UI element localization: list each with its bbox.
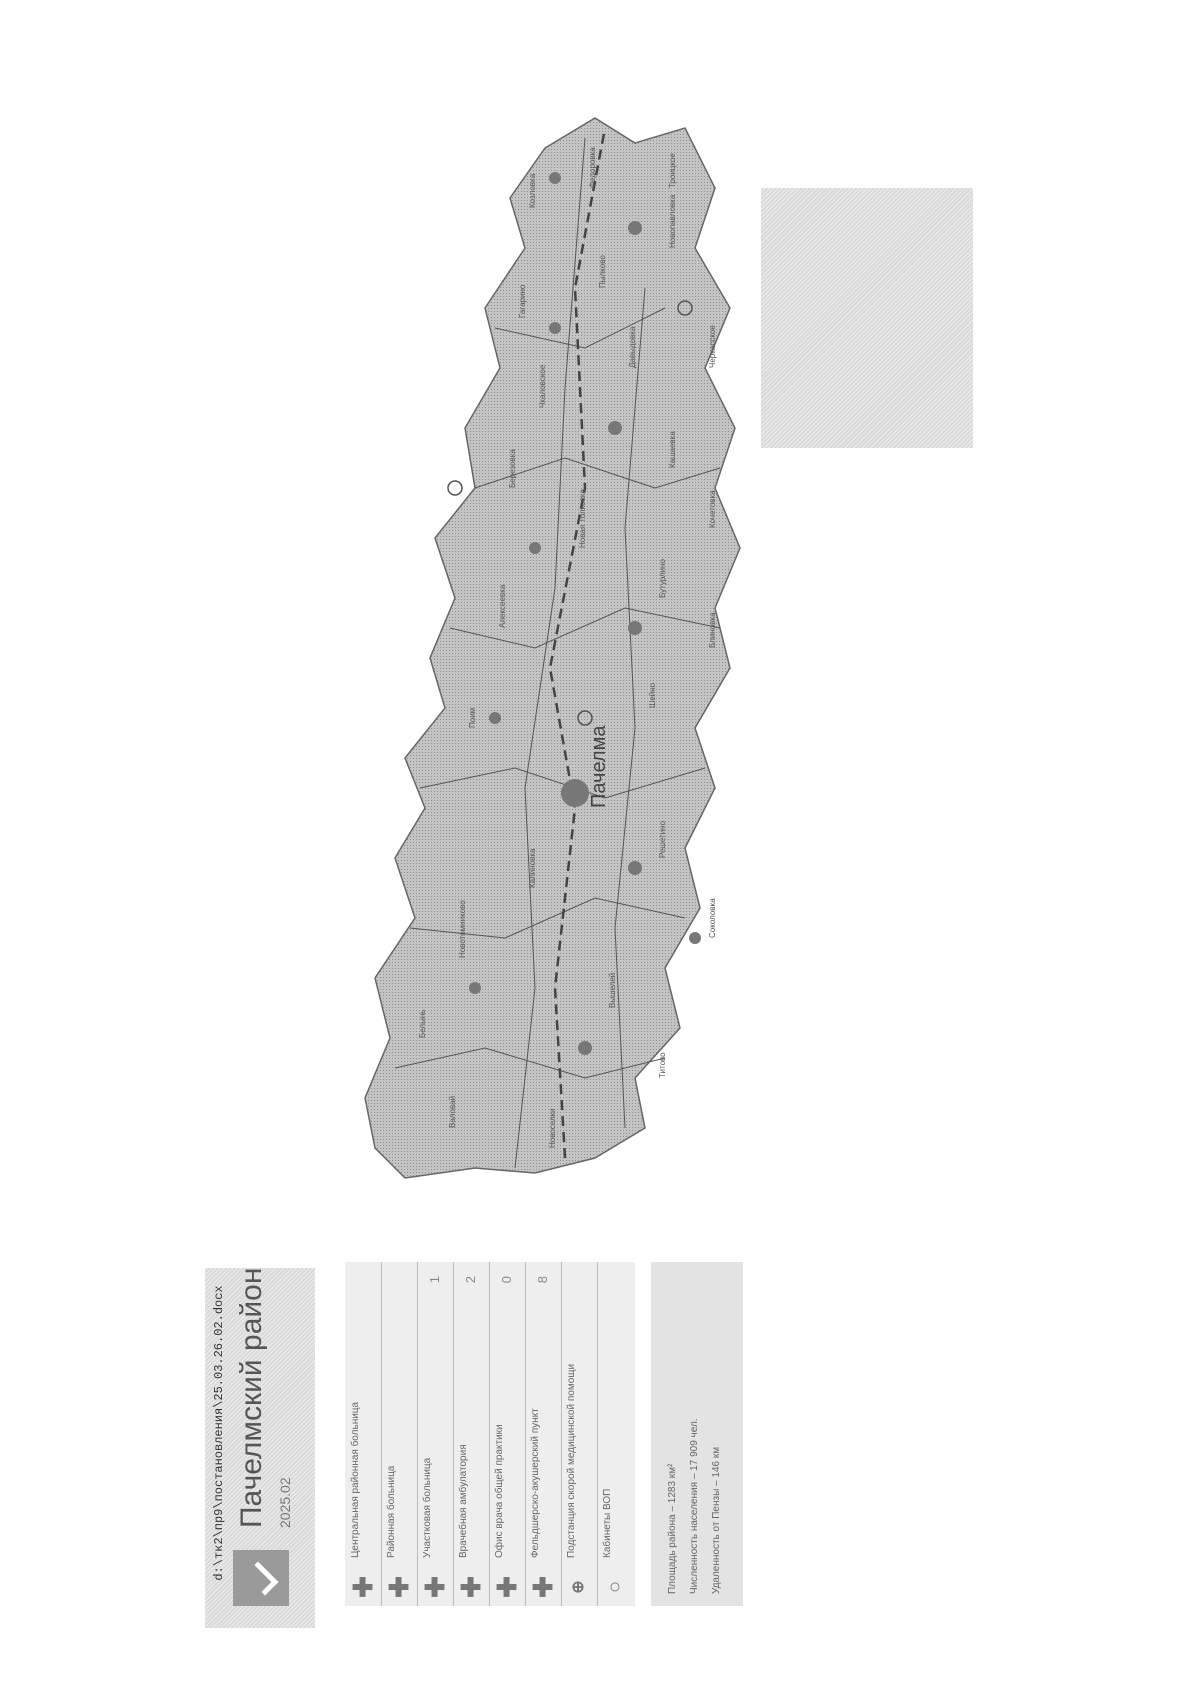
svg-text:Новоселки: Новоселки [548,1108,557,1148]
legend-count: 0 [499,1276,514,1284]
legend-panel: ✚ Центральная районная больница ✚ Районн… [345,1262,635,1606]
svg-text:Пылково: Пылково [598,255,607,288]
svg-text:Новотомниково: Новотомниково [458,900,467,958]
stat-population: Численность населения – 17 909 чел. [689,1418,700,1594]
legend-count: 8 [535,1276,550,1284]
svg-text:Новая Толковка: Новая Толковка [578,488,587,548]
svg-text:Гагарино: Гагарино [518,284,527,318]
svg-text:Чкаловское: Чкаловское [538,364,547,408]
svg-text:Новопавловка: Новопавловка [668,194,677,248]
boundaries [394,137,721,1169]
ambulance-station-icon: ⊕ [570,1580,587,1594]
svg-text:Калиновка: Калиновка [528,848,537,888]
stat-area: Площадь района – 1283 км² [667,1463,678,1594]
legend-label: Районная больница [386,1465,397,1558]
medical-cross-icon: ✚ [456,1576,486,1598]
district-code: 2025.02 [277,1477,293,1528]
settlement-markers [469,172,701,1055]
svg-text:Блиновка: Блиновка [708,612,717,648]
map-center-label: Пачелма [588,725,610,808]
svg-text:Березовка: Березовка [508,449,517,488]
district-title: Пачелмский район [235,1267,268,1528]
svg-text:Решетино: Решетино [658,820,667,858]
legend-item: ○ Кабинеты ВОП [597,1262,633,1606]
svg-text:Федоровка: Федоровка [588,147,597,188]
legend-label: Врачебная амбулатория [458,1444,469,1558]
legend-item: ✚ Районная больница [381,1262,418,1606]
svg-text:Черкасское: Черкасское [708,325,717,368]
legend-label: Офис врача общей практики [494,1424,505,1558]
svg-text:Давыдовка: Давыдовка [628,326,637,368]
legend-item: ✚ Центральная районная больница [345,1262,382,1606]
svg-text:Троицкое: Троицкое [668,153,677,188]
svg-text:Алексеевка: Алексеевка [498,584,507,628]
svg-text:Валовай: Валовай [448,1096,457,1128]
svg-text:Бутурлино: Бутурлино [658,559,667,598]
district-slide: Пачелмский район 2025.02 ✚ Центральная р… [205,68,995,1628]
legend-item: ✚ Участковая больница 1 [417,1262,454,1606]
legend-label: Подстанция скорой медицинской помощи [566,1363,577,1558]
district-stats: Площадь района – 1283 км² Численность на… [651,1262,743,1606]
district-map: Пачелма Валовай Белынь Титово Новотомник… [364,117,741,1179]
legend-label: Кабинеты ВОП [602,1488,613,1558]
district-area [364,117,741,1179]
svg-text:Вышелей: Вышелей [608,973,617,1008]
svg-text:Соколовка: Соколовка [708,898,717,938]
circle-outline-icon: ○ [604,1580,626,1594]
svg-text:Поим: Поим [468,708,477,728]
info-box [761,188,973,448]
medical-cross-icon: ✚ [492,1576,522,1598]
svg-text:Кашаевка: Кашаевка [668,431,677,468]
vop-markers [447,300,693,726]
medical-cross-icon: ✚ [384,1576,414,1598]
legend-item: ✚ Фельдшерско-акушерский пункт 8 [525,1262,562,1606]
svg-text:Титово: Титово [658,1052,667,1078]
legend-count: 1 [427,1276,442,1284]
legend-item: ✚ Офис врача общей практики 0 [489,1262,526,1606]
medical-cross-icon: ✚ [528,1576,558,1598]
legend-count: 2 [463,1276,478,1284]
svg-text:Козловка: Козловка [528,173,537,208]
stat-distance: Удаленность от Пензы – 146 км [711,1446,722,1594]
region-logo [233,1550,289,1606]
medical-cross-icon: ✚ [420,1576,450,1598]
village-labels: Валовай Белынь Титово Новотомниково Кали… [418,147,717,1148]
legend-item: ✚ Врачебная амбулатория 2 [453,1262,490,1606]
legend-label: Фельдшерско-акушерский пункт [530,1408,541,1558]
svg-text:Белынь: Белынь [418,1010,427,1038]
svg-text:Шейно: Шейно [648,682,657,708]
medical-cross-icon: ✚ [348,1576,378,1598]
legend-label: Центральная районная больница [350,1401,361,1558]
legend-label: Участковая больница [422,1457,433,1558]
legend-item: ⊕ Подстанция скорой медицинской помощи [561,1262,598,1606]
file-path: d:\тк2\пр9\постановления\25.03.26.02.doc… [212,1285,226,1581]
svg-text:Кочетовка: Кочетовка [708,490,717,528]
